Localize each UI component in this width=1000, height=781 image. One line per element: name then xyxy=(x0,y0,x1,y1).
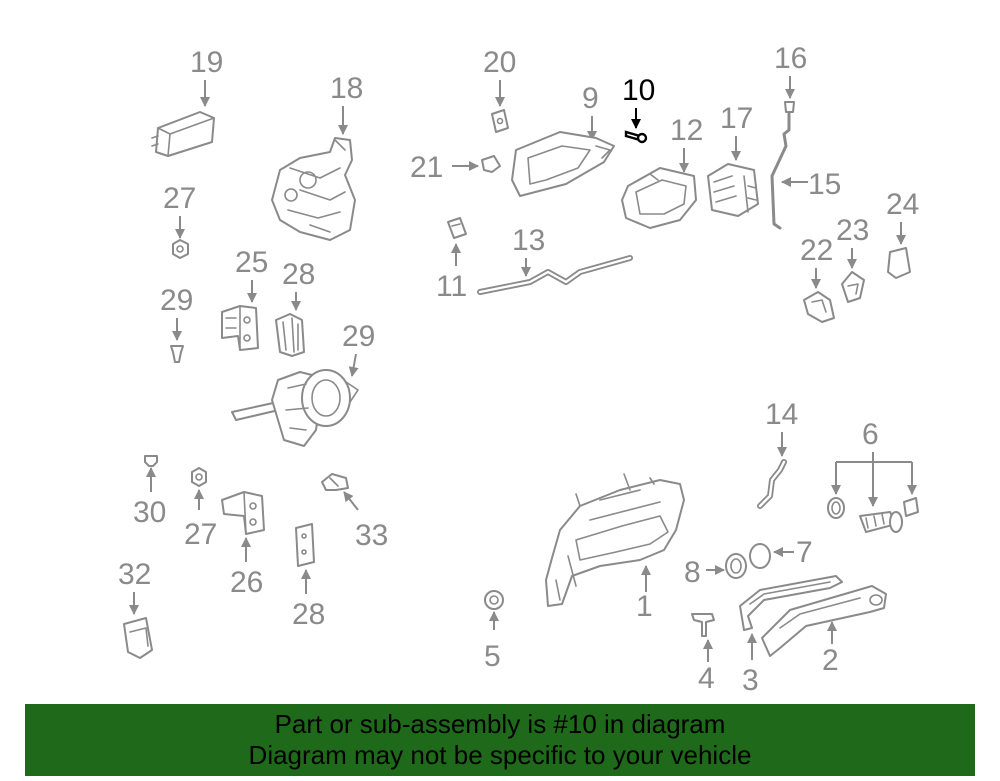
part-31-screw: 29 xyxy=(160,284,193,363)
callout-22: 22 xyxy=(800,234,833,267)
callout-18: 18 xyxy=(330,72,363,105)
part-14-rod: 14 xyxy=(757,398,798,509)
callout-14: 14 xyxy=(765,398,798,431)
info-banner: Part or sub-assembly is #10 in diagram D… xyxy=(25,704,975,776)
callout-12: 12 xyxy=(670,114,703,147)
part-6-lock-cylinder-kit: 6 xyxy=(827,418,919,533)
part-4-screw: 4 xyxy=(691,613,715,695)
part-27-nut-lower: 27 xyxy=(184,467,217,551)
callout-13: 13 xyxy=(512,224,545,257)
part-20-clip: 20 xyxy=(483,46,516,133)
banner-line-2: Diagram may not be specific to your vehi… xyxy=(248,740,752,770)
part-18-door-latch: 18 xyxy=(271,72,363,241)
callout-1: 1 xyxy=(636,590,653,623)
callout-31: 29 xyxy=(160,284,193,317)
callout-27-upper: 27 xyxy=(163,182,196,215)
part-13-rod: 13 xyxy=(477,224,633,295)
part-33-clip: 33 xyxy=(321,473,388,552)
part-19-lock-actuator-cover: 19 xyxy=(151,46,223,157)
part-3-handle-gasket: 3 xyxy=(739,575,843,697)
callout-16: 16 xyxy=(774,42,807,75)
callout-8: 8 xyxy=(684,556,701,589)
part-5-bushing: 5 xyxy=(484,590,504,673)
part-17-lock-switch: 17 xyxy=(707,102,759,217)
callout-3: 3 xyxy=(742,664,759,697)
callout-28-upper: 28 xyxy=(282,258,315,291)
part-23-clip: 23 xyxy=(836,214,869,303)
callout-29: 29 xyxy=(342,320,375,353)
part-12-handle-bezel: 12 xyxy=(621,114,703,229)
callout-19: 19 xyxy=(190,46,223,79)
part-9-inside-handle: 9 xyxy=(511,82,615,197)
part-21-retainer: 21 xyxy=(410,151,501,184)
part-32-cover: 32 xyxy=(118,558,153,659)
callout-4: 4 xyxy=(698,662,715,695)
callout-32: 32 xyxy=(118,558,151,591)
callout-27-lower: 27 xyxy=(184,518,217,551)
part-11-clip: 11 xyxy=(436,217,467,303)
part-8-gasket: 8 xyxy=(684,553,747,589)
callout-23: 23 xyxy=(836,214,869,247)
callout-11: 11 xyxy=(436,270,467,303)
part-15-lock-rod: 15 xyxy=(770,112,841,230)
part-28-clip-lower: 28 xyxy=(292,523,325,631)
part-16-lock-knob: 16 xyxy=(774,42,807,113)
part-29-door-check: 29 xyxy=(231,320,375,447)
part-30-pin: 30 xyxy=(133,455,166,529)
part-10-screw: 10 xyxy=(622,74,655,144)
banner-line-1: Part or sub-assembly is #10 in diagram xyxy=(274,709,726,739)
callout-30: 30 xyxy=(133,496,166,529)
callout-25: 25 xyxy=(235,246,268,279)
callout-21: 21 xyxy=(410,151,443,184)
callout-17: 17 xyxy=(720,102,753,135)
callout-28-lower: 28 xyxy=(292,598,325,631)
part-22-clip: 22 xyxy=(800,234,835,323)
part-25-hinge-upper: 25 xyxy=(221,246,268,351)
part-1-outside-handle-assembly: 1 xyxy=(545,473,685,623)
callout-9: 9 xyxy=(582,82,599,115)
callout-10: 10 xyxy=(622,74,655,107)
part-26-hinge-lower: 26 xyxy=(221,491,265,599)
part-2-outside-handle: 2 xyxy=(761,585,887,677)
callout-33: 33 xyxy=(355,519,388,552)
callout-24: 24 xyxy=(886,188,919,221)
part-27-nut-upper: 27 xyxy=(163,182,196,259)
callout-15: 15 xyxy=(808,168,841,201)
callout-6: 6 xyxy=(862,418,879,451)
callout-2: 2 xyxy=(822,644,839,677)
parts-diagram: 19 18 27 25 28 29 29 xyxy=(118,42,919,697)
part-24-cover: 24 xyxy=(886,188,919,279)
callout-7: 7 xyxy=(796,536,813,569)
part-28-clip-upper: 28 xyxy=(275,258,315,357)
part-7-gasket: 7 xyxy=(749,536,813,569)
callout-5: 5 xyxy=(484,640,501,673)
callout-26: 26 xyxy=(230,566,263,599)
callout-20: 20 xyxy=(483,46,516,79)
